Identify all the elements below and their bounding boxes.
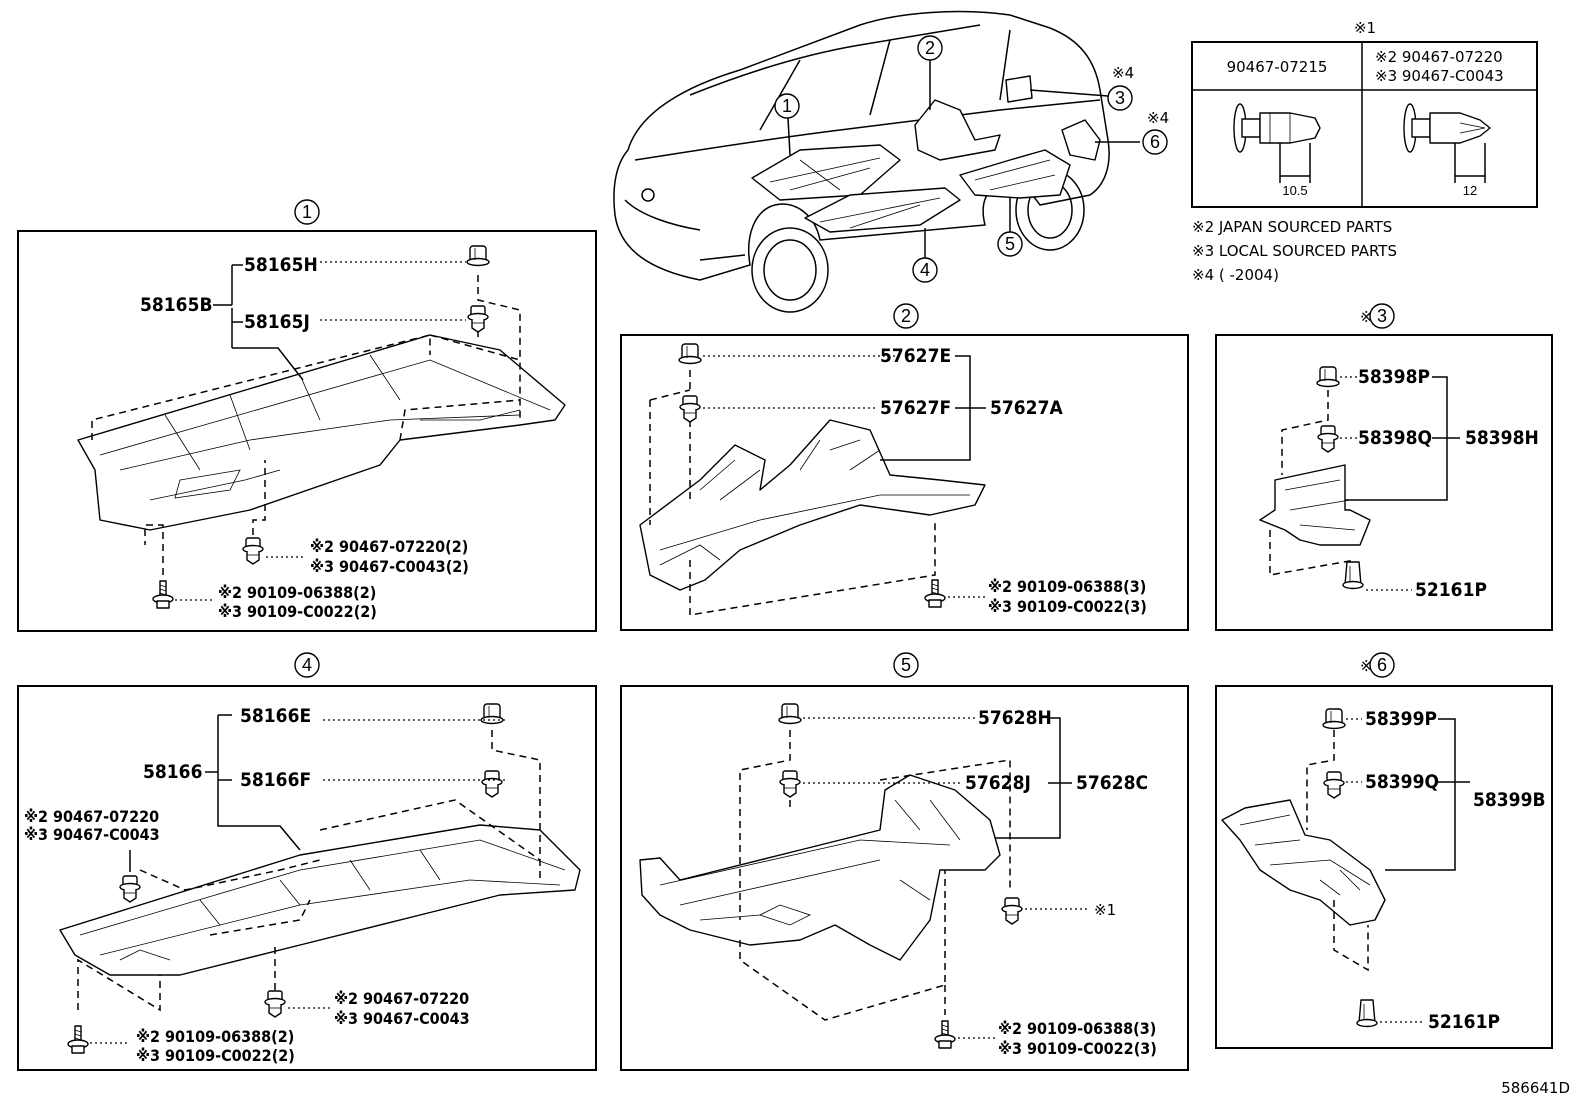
overview-label-3: 3 — [1107, 85, 1133, 111]
panel-4-index: 4 — [302, 655, 312, 675]
panel-1-clip-line2: ※3 90467-C0043(2) — [310, 557, 469, 576]
svg-text:1: 1 — [782, 96, 792, 116]
panel-1-part-b: 58165J — [244, 311, 310, 333]
panel-5-part-b: 57628J — [965, 772, 1031, 794]
overview-note4-a: ※4 — [1112, 64, 1134, 82]
panel-1-clip-line1: ※2 90467-07220(2) — [310, 537, 468, 556]
legend-note4: ※4 ( -2004) — [1192, 266, 1279, 284]
panel-3-part-b: 58398Q — [1358, 427, 1432, 449]
svg-text:4: 4 — [920, 260, 930, 280]
sheet-code: 586641D — [1501, 1079, 1570, 1097]
panel-2-bolt-line1: ※2 90109-06388(3) — [988, 577, 1146, 596]
panel-3-part-a: 58398P — [1358, 366, 1430, 388]
panel-4-clipL-line2: ※3 90467-C0043 — [24, 825, 160, 844]
panel-3-assembly: 58398H — [1465, 427, 1539, 449]
panel-1-bolt-line1: ※2 90109-06388(2) — [218, 583, 376, 602]
legend-col2-line1: ※2 90467-07220 — [1375, 48, 1503, 66]
clip-legend-table: ※1 90467-07215 ※2 90467-07220 ※3 90467-C… — [1191, 19, 1538, 284]
panel-5-index: 5 — [901, 655, 911, 675]
legend-col2-line2: ※3 90467-C0043 — [1375, 67, 1504, 85]
panel-4-assembly: 58166 — [143, 761, 202, 783]
panel-6-assembly: 58399B — [1473, 789, 1546, 811]
legend-note1-mark: ※1 — [1354, 19, 1376, 37]
svg-text:3: 3 — [1115, 88, 1125, 108]
legend-dim2: 12 — [1463, 183, 1477, 198]
panel-4-clipR-line1: ※2 90467-07220 — [334, 989, 469, 1008]
overview-label-5: 5 — [997, 231, 1023, 257]
panel-4-bolt-line2: ※3 90109-C0022(2) — [136, 1046, 295, 1065]
overview-label-2: 2 — [917, 35, 943, 61]
overview-label-4: 4 — [912, 257, 938, 283]
svg-text:2: 2 — [925, 38, 935, 58]
legend-dim1: 10.5 — [1282, 183, 1307, 198]
overview-label-1: 1 — [774, 93, 800, 119]
panel-3: ※4 3 58398P 58398Q 58398H 52161P — [1215, 303, 1553, 631]
panel-4-bolt-line1: ※2 90109-06388(2) — [136, 1027, 294, 1046]
panel-1: 1 58165H 58165J 58165B ※2 904 — [17, 199, 597, 632]
panel-5-part-a: 57628H — [978, 707, 1052, 729]
panel-3-index: 3 — [1377, 306, 1387, 326]
panel-2-bolt-line2: ※3 90109-C0022(3) — [988, 597, 1147, 616]
panel-1-part-a: 58165H — [244, 254, 318, 276]
overview-label-6: 6 — [1142, 129, 1168, 155]
panel-2-part-a: 57627E — [880, 345, 951, 367]
panel-1-index: 1 — [302, 202, 312, 222]
panel-2-part-b: 57627F — [880, 397, 951, 419]
panel-5-assembly: 57628C — [1076, 772, 1148, 794]
panel-6-index: 6 — [1377, 655, 1387, 675]
panel-6: ※4 6 58399P 58399Q 58399B 52161P — [1215, 652, 1553, 1049]
panel-4-clipL-line1: ※2 90467-07220 — [24, 807, 159, 826]
panel-6-part-a: 58399P — [1365, 708, 1437, 730]
panel-5-bolt-line1: ※2 90109-06388(3) — [998, 1019, 1156, 1038]
panel-5-ref: ※1 — [1094, 901, 1116, 919]
vehicle-overview: 1 2 3 6 4 5 ※4 ※4 — [613, 10, 1169, 313]
panel-2: 2 57627E 57627F 57627A ※2 90109-06388(3)… — [620, 303, 1189, 631]
panel-4-part-a: 58166E — [240, 705, 311, 727]
panel-1-assembly: 58165B — [140, 294, 213, 316]
panel-4: 4 58166E 58166F 58166 ※2 90467-07220 ※3 … — [17, 652, 597, 1071]
panel-6-part-b: 58399Q — [1365, 771, 1439, 793]
panel-2-index: 2 — [901, 306, 911, 326]
panel-5: 5 57628H 57628J 57628C ※1 ※2 90109-06388… — [620, 652, 1189, 1071]
legend-note3: ※3 LOCAL SOURCED PARTS — [1192, 242, 1397, 260]
legend-note2: ※2 JAPAN SOURCED PARTS — [1192, 218, 1392, 236]
svg-text:6: 6 — [1150, 132, 1160, 152]
panel-4-clipR-line2: ※3 90467-C0043 — [334, 1009, 470, 1028]
panel-5-bolt-line2: ※3 90109-C0022(3) — [998, 1039, 1157, 1058]
panel-3-clip: 52161P — [1415, 579, 1487, 601]
panel-4-part-b: 58166F — [240, 769, 311, 791]
legend-col1-part: 90467-07215 — [1227, 58, 1328, 76]
panel-2-assembly: 57627A — [990, 397, 1063, 419]
svg-text:5: 5 — [1005, 234, 1015, 254]
panel-1-bolt-line2: ※3 90109-C0022(2) — [218, 602, 377, 621]
panel-6-clip: 52161P — [1428, 1011, 1500, 1033]
overview-note4-b: ※4 — [1147, 109, 1169, 127]
